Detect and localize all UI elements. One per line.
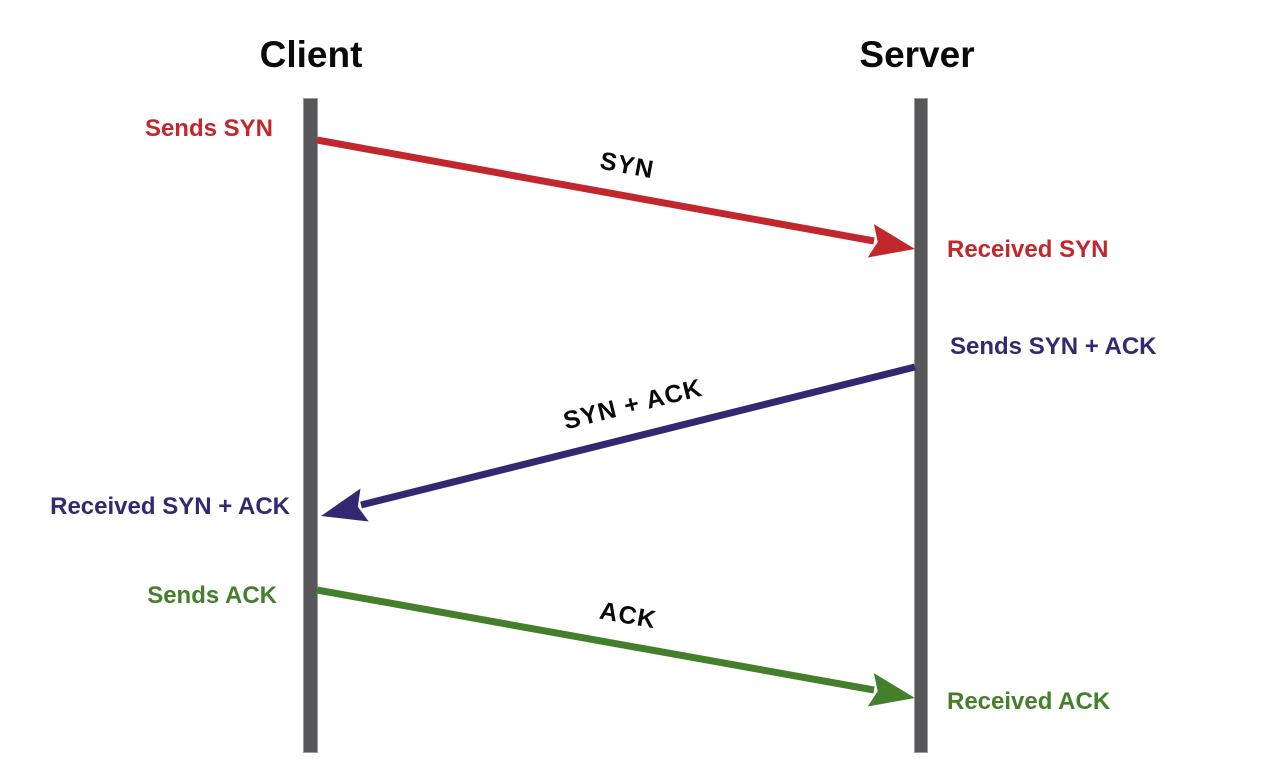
ack-arrowhead-icon	[867, 673, 915, 707]
client-title: Client	[259, 34, 363, 75]
syn-ack-arrowhead-icon	[321, 488, 369, 522]
server-lifeline	[914, 98, 928, 753]
syn-arrow-shaft	[316, 136, 875, 245]
sends-syn-note: Sends SYN	[144, 115, 273, 142]
syn-ack-arrow	[321, 363, 916, 522]
sends-ack-note: Sends ACK	[147, 582, 277, 609]
syn-arrow	[316, 136, 915, 258]
syn-ack-arrow-shaft	[360, 363, 916, 509]
client-lifeline	[303, 98, 318, 753]
server-title: Server	[859, 34, 975, 75]
received-ack-note: Received ACK	[947, 688, 1111, 715]
received-syn-ack-note: Received SYN + ACK	[50, 493, 290, 520]
sends-syn-ack-note: Sends SYN + ACK	[950, 333, 1157, 360]
ack-arrow	[316, 586, 915, 707]
ack-arrow-shaft	[316, 586, 875, 694]
received-syn-note: Received SYN	[947, 236, 1109, 263]
syn-arrowhead-icon	[867, 224, 915, 258]
